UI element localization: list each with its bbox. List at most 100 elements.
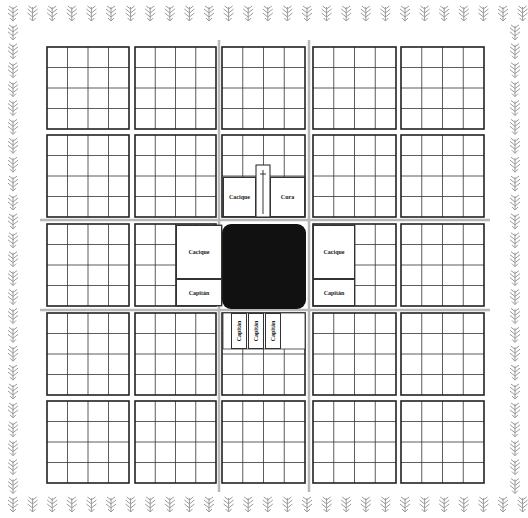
plant-sprig bbox=[302, 6, 312, 21]
plant-sprig bbox=[8, 497, 18, 512]
lot-line bbox=[284, 401, 285, 483]
plant-sprig bbox=[106, 497, 116, 512]
lot-line bbox=[222, 442, 305, 443]
block-outline bbox=[135, 135, 216, 217]
block-outline bbox=[47, 313, 129, 395]
plant-sprig bbox=[243, 6, 253, 21]
block-outline bbox=[135, 313, 216, 395]
block-outline bbox=[401, 224, 484, 306]
lot-line bbox=[135, 88, 216, 89]
plant-sprig bbox=[8, 63, 18, 78]
plant-sprig bbox=[341, 6, 351, 21]
town-block bbox=[222, 313, 305, 395]
plant-sprig bbox=[518, 6, 528, 21]
plant-sprig bbox=[8, 460, 18, 475]
church bbox=[256, 165, 270, 217]
town-block bbox=[47, 224, 129, 306]
block-outline bbox=[401, 313, 484, 395]
plant-sprig bbox=[510, 195, 520, 210]
plant-sprig bbox=[263, 6, 273, 21]
plant-sprig bbox=[510, 44, 520, 59]
lot-line bbox=[108, 135, 109, 217]
block-outline bbox=[47, 401, 129, 483]
residence-box: Capitán bbox=[176, 279, 222, 306]
plant-sprig bbox=[243, 497, 253, 512]
block-outline bbox=[313, 135, 396, 217]
plant-sprig bbox=[8, 44, 18, 59]
plant-sprig bbox=[86, 497, 96, 512]
plant-sprig bbox=[510, 25, 520, 40]
plant-sprig bbox=[510, 233, 520, 248]
plant-sprig bbox=[420, 497, 430, 512]
plant-sprig bbox=[126, 6, 136, 21]
lot-line bbox=[401, 108, 484, 109]
plant-sprig bbox=[510, 384, 520, 399]
plant-sprig bbox=[67, 6, 77, 21]
town-block bbox=[313, 135, 396, 217]
street-line bbox=[40, 219, 490, 222]
block-outline bbox=[401, 135, 484, 217]
lot-line bbox=[401, 462, 484, 463]
lot-line bbox=[108, 47, 109, 129]
lot-line bbox=[313, 442, 396, 443]
plant-sprig bbox=[204, 6, 214, 21]
lot-line bbox=[47, 176, 129, 177]
plant-sprig bbox=[510, 290, 520, 305]
lot-line bbox=[401, 265, 484, 266]
town-blocks bbox=[47, 47, 484, 483]
plot-label: Cacique bbox=[189, 249, 210, 255]
lot-line bbox=[284, 47, 285, 129]
lot-line bbox=[195, 313, 196, 395]
lot-line bbox=[375, 135, 376, 217]
plant-sprig bbox=[145, 497, 155, 512]
plant-sprig bbox=[510, 119, 520, 134]
lot-line bbox=[108, 313, 109, 395]
plant-sprig bbox=[8, 271, 18, 286]
plot-label: Cacique bbox=[229, 194, 250, 200]
plant-sprig bbox=[498, 6, 508, 21]
town-block bbox=[135, 135, 216, 217]
town-block bbox=[222, 401, 305, 483]
plot-label: Cura bbox=[281, 194, 294, 200]
plant-sprig bbox=[459, 497, 469, 512]
plant-sprig bbox=[8, 176, 18, 191]
plant-sprig bbox=[518, 497, 528, 512]
lot-line bbox=[195, 47, 196, 129]
church-cross bbox=[260, 170, 266, 214]
town-block bbox=[47, 47, 129, 129]
plant-sprig bbox=[510, 403, 520, 418]
lot-line bbox=[135, 442, 216, 443]
plant-sprig bbox=[8, 290, 18, 305]
plant-sprig bbox=[28, 497, 38, 512]
plant-sprig bbox=[510, 101, 520, 116]
lot-line bbox=[463, 313, 464, 395]
plant-sprig bbox=[8, 441, 18, 456]
plot-ground bbox=[313, 225, 355, 306]
lot-line bbox=[401, 285, 484, 286]
block-outline bbox=[313, 224, 396, 306]
lot-line bbox=[375, 313, 376, 395]
plot-label: Capitán bbox=[253, 321, 259, 342]
town-block bbox=[135, 313, 216, 395]
lot-line bbox=[195, 401, 196, 483]
plant-sprig bbox=[8, 365, 18, 380]
lot-line bbox=[401, 88, 484, 89]
plant-sprig bbox=[224, 497, 234, 512]
town-block bbox=[47, 401, 129, 483]
plant-sprig bbox=[165, 6, 175, 21]
plant-sprig bbox=[510, 460, 520, 475]
lot-line bbox=[375, 224, 376, 306]
plant-sprig bbox=[478, 497, 488, 512]
plant-sprig bbox=[400, 6, 410, 21]
lot-line bbox=[135, 196, 216, 197]
town-block bbox=[313, 401, 396, 483]
town-block bbox=[401, 224, 484, 306]
lot-line bbox=[47, 354, 129, 355]
plot-label: Capitán bbox=[270, 321, 276, 342]
plant-sprig bbox=[510, 308, 520, 323]
street-line bbox=[40, 309, 490, 312]
plant-sprig bbox=[8, 82, 18, 97]
lot-line bbox=[222, 88, 305, 89]
plant-sprig bbox=[145, 6, 155, 21]
